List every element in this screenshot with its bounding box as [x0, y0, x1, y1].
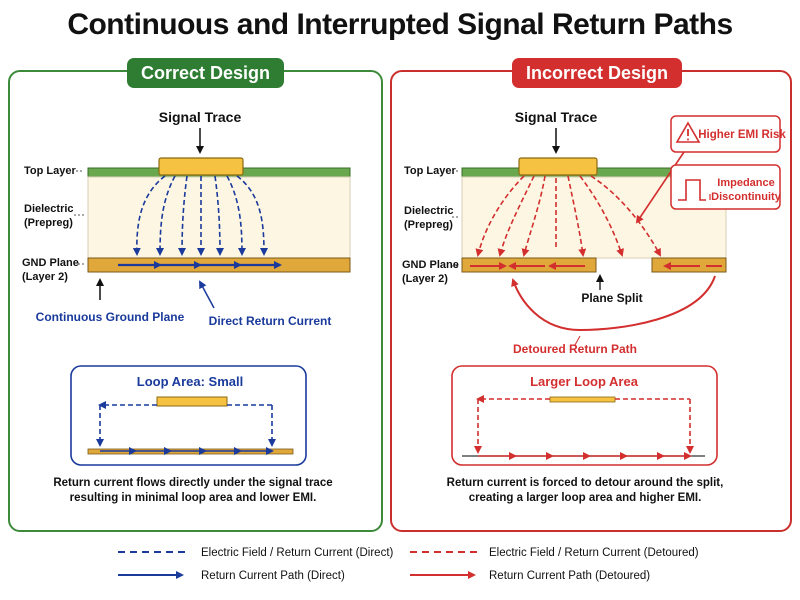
dielectric-label: Dielectric: [404, 205, 454, 217]
impedance-callout: [670, 164, 781, 210]
emi-pointer: [635, 151, 685, 224]
legend: Electric Field / Return Current (Direct)…: [118, 547, 699, 582]
detoured-return-label: Detoured Return Path: [513, 342, 637, 356]
impedance-label-line2: Discontinuity: [711, 191, 782, 203]
loop-signal-trace: [156, 396, 228, 407]
small-loop-title: Loop Area: Small: [137, 374, 243, 389]
plane-split-label: Plane Split: [581, 291, 642, 305]
field-line: [521, 175, 546, 257]
layer2-label: (Layer 2): [22, 271, 68, 283]
legend-red-arrow-label: Return Current Path (Detoured): [489, 570, 650, 582]
legend-blue-arrow-label: Return Current Path (Direct): [201, 570, 345, 582]
field-line: [132, 175, 166, 256]
detour-arc: [511, 275, 716, 332]
emi-risk-label: Higher EMI Risk: [698, 129, 786, 141]
direct-return-label: Direct Return Current: [209, 314, 332, 328]
field-line: [156, 175, 176, 256]
field-line: [590, 175, 661, 257]
small-loop-path: [96, 401, 276, 447]
incorrect-caption-line2: creating a larger loop area and higher E…: [469, 492, 702, 504]
legend-blue-dashed-label: Electric Field / Return Current (Direct): [201, 547, 394, 559]
incorrect-caption-line1: Return current is forced to detour aroun…: [447, 477, 724, 489]
field-line: [475, 175, 525, 257]
top-layer-label: Top Layer: [404, 165, 456, 177]
field-line: [236, 175, 268, 256]
field-line: [567, 175, 587, 257]
correct-caption-line1: Return current flows directly under the …: [53, 477, 332, 489]
field-line: [497, 175, 535, 257]
field-line: [178, 175, 188, 256]
impedance-icon: [678, 179, 706, 201]
detoured-field-lines: [475, 175, 661, 257]
impedance-label-line1: Impedance: [717, 177, 774, 189]
correct-caption-line2: resulting in minimal loop area and lower…: [70, 492, 317, 504]
large-loop-title: Larger Loop Area: [530, 374, 639, 389]
legend-red-dashed-label: Electric Field / Return Current (Detoure…: [489, 547, 699, 559]
signal-trace: [158, 157, 244, 176]
warning-icon: [675, 121, 701, 143]
page-title: Continuous and Interrupted Signal Return…: [67, 8, 733, 41]
field-line: [226, 175, 246, 256]
field-line: [579, 175, 624, 257]
dielectric-label: Dielectric: [24, 203, 74, 215]
direct-field-lines: [132, 175, 268, 256]
warning-dot: [687, 138, 689, 141]
incorrect-design-header: Incorrect Design: [512, 58, 683, 88]
gnd-plane-label: GND Plane: [22, 257, 79, 269]
top-layer-label: Top Layer: [24, 165, 76, 177]
direct-return-pointer: [199, 280, 215, 309]
gnd-plane-label: GND Plane: [402, 259, 459, 271]
signal-trace-label: Signal Trace: [159, 109, 242, 125]
small-loop-box: [70, 365, 307, 466]
layer2-label: (Layer 2): [402, 273, 448, 285]
large-loop-box: [451, 365, 718, 466]
continuous-ground-label: Continuous Ground Plane: [36, 310, 185, 324]
detour-tick: [574, 335, 581, 346]
field-line: [214, 175, 224, 256]
signal-trace-label: Signal Trace: [515, 109, 598, 125]
large-loop-path: [474, 395, 694, 454]
incorrect-design-panel: Incorrect Design: [390, 58, 792, 532]
signal-trace: [518, 157, 598, 176]
correct-design-panel: Correct Design: [8, 58, 383, 532]
emi-risk-callout: [670, 115, 781, 153]
correct-stackup: Signal Trace Top Layer Dielectric (Prepr…: [22, 109, 351, 283]
correct-design-header: Correct Design: [127, 58, 285, 88]
prepreg-label: (Prepreg): [24, 217, 73, 229]
prepreg-label: (Prepreg): [404, 219, 453, 231]
loop-signal-trace: [549, 396, 616, 403]
